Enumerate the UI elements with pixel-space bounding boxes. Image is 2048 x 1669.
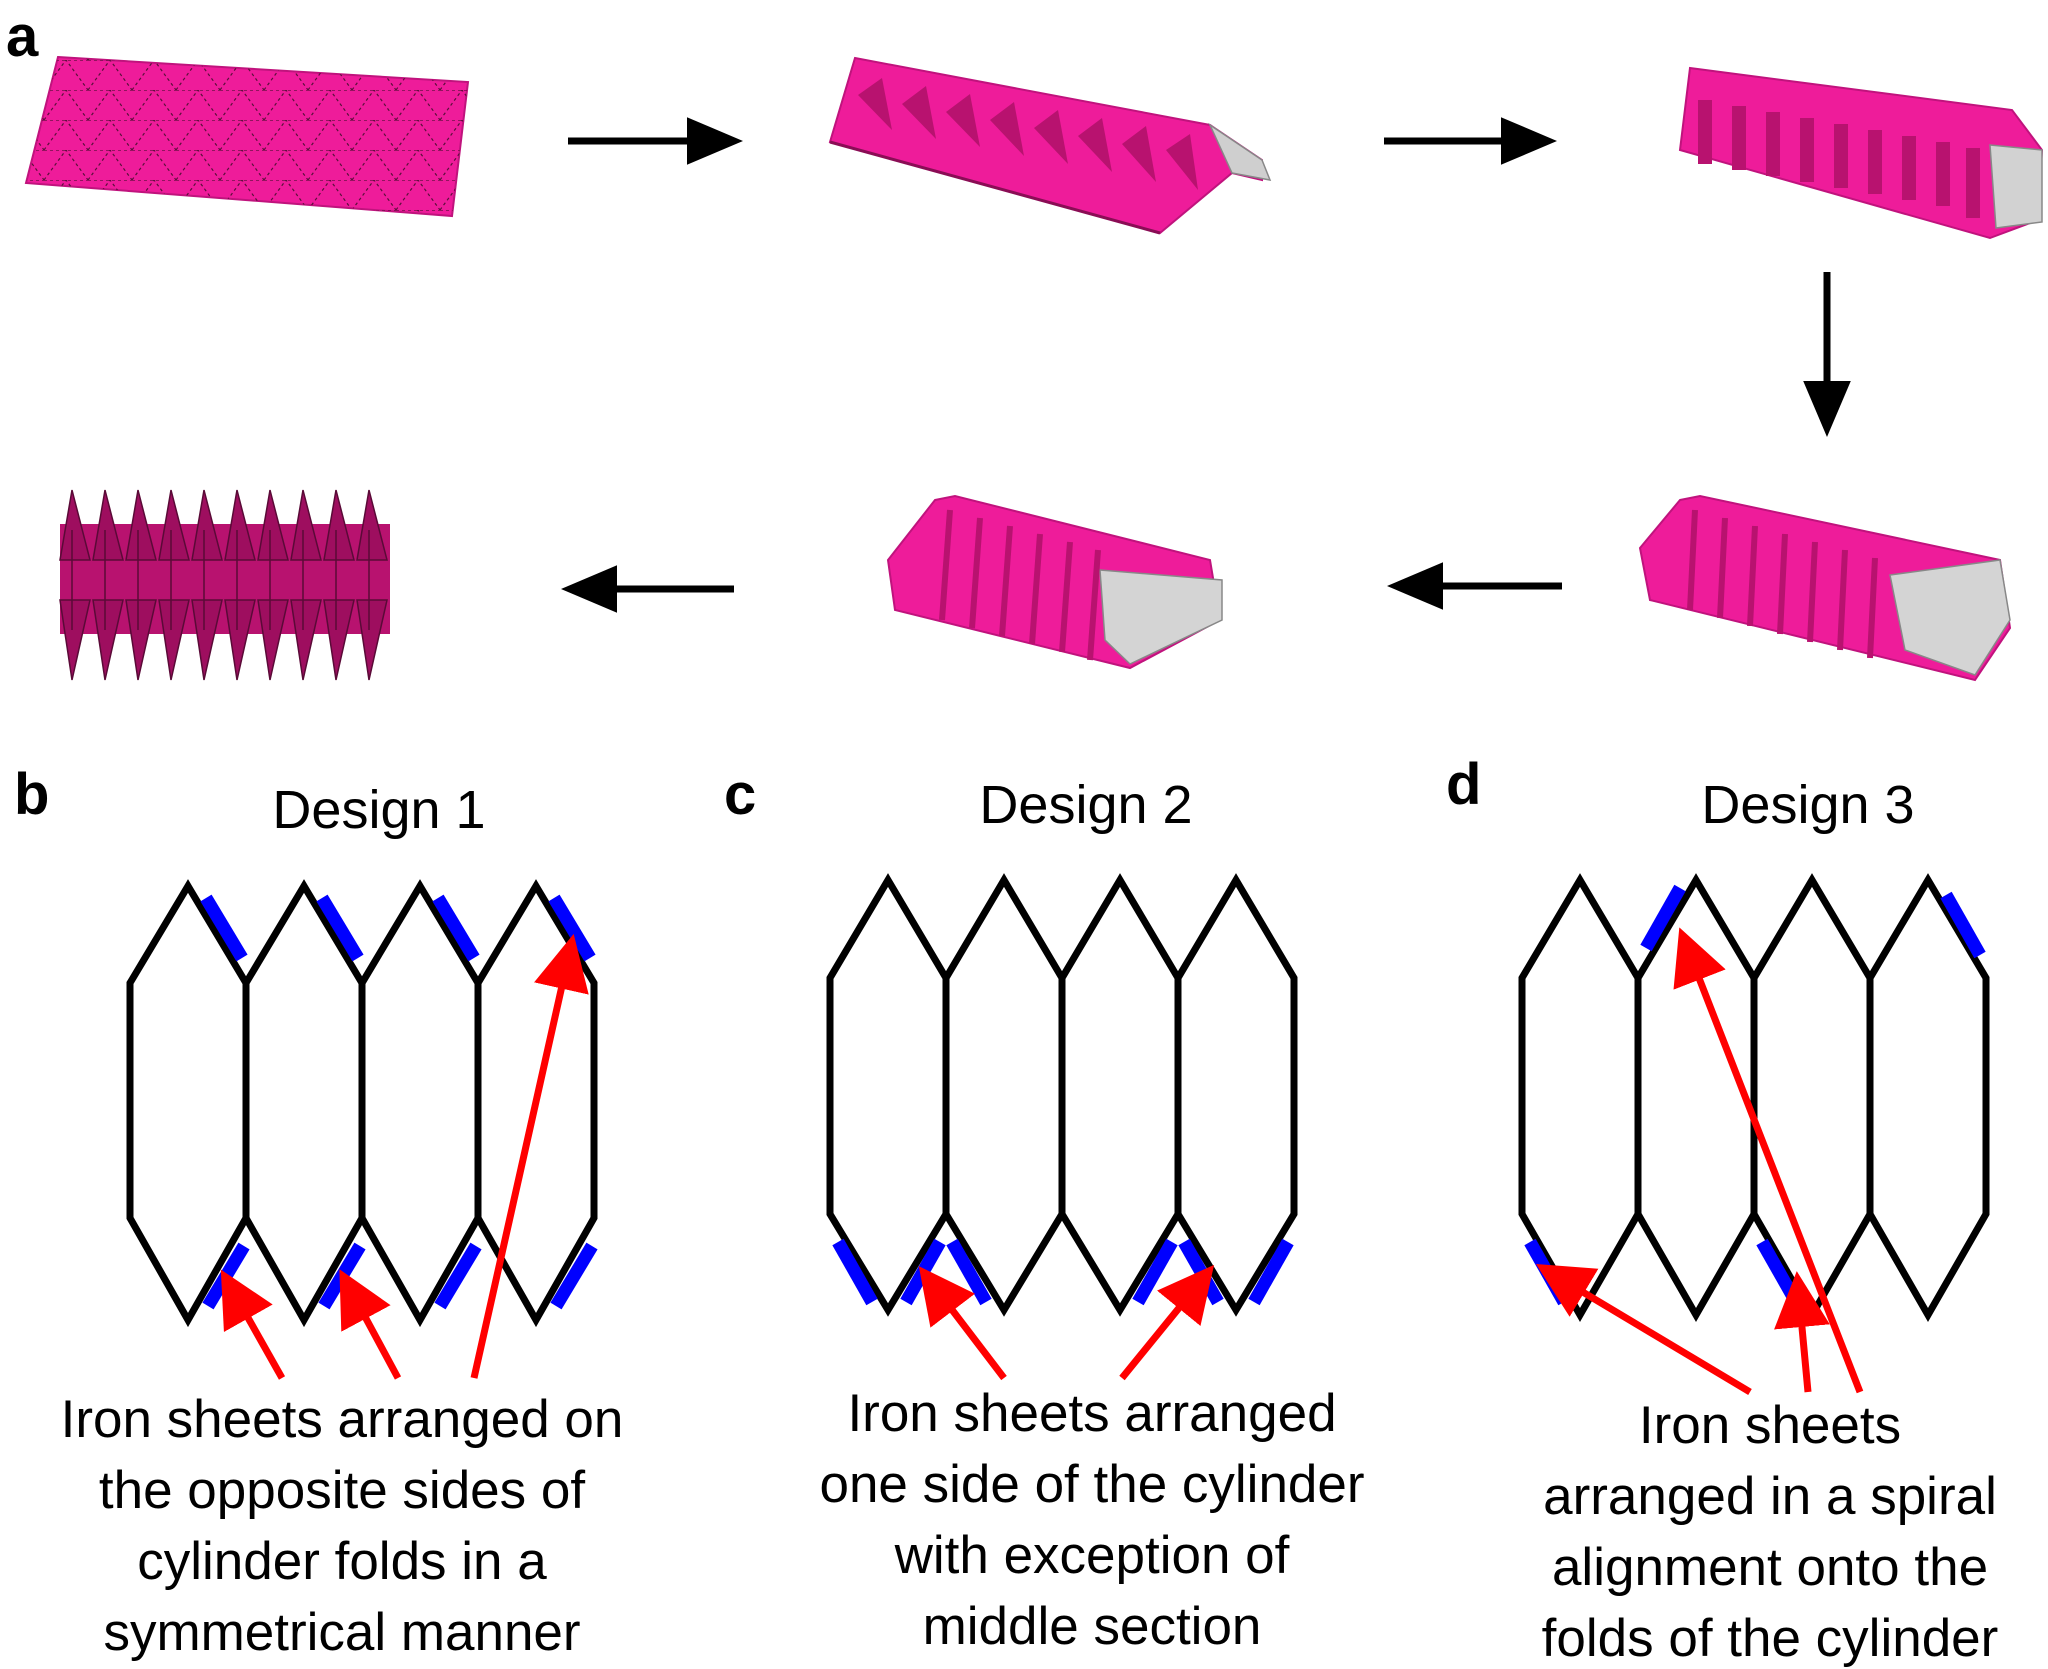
svg-text:folds of the cylinder: folds of the cylinder: [1542, 1609, 1999, 1668]
svg-text:alignment onto the: alignment onto the: [1552, 1538, 1988, 1597]
design-2-diagram: [826, 873, 1298, 1381]
svg-text:middle section: middle section: [923, 1597, 1262, 1656]
svg-text:the opposite sides of: the opposite sides of: [99, 1461, 585, 1520]
svg-text:cylinder folds in a: cylinder folds in a: [137, 1532, 547, 1591]
svg-text:symmetrical manner: symmetrical manner: [103, 1603, 580, 1662]
svg-text:Iron sheets arranged: Iron sheets arranged: [847, 1384, 1336, 1443]
stage-tube: [886, 494, 1223, 670]
panel-label-d: d: [1446, 752, 1481, 817]
design-2-caption: Iron sheets arranged one side of the cyl…: [819, 1384, 1364, 1656]
design-2-iron-sheets: [832, 1238, 1294, 1306]
design-1-caption: Iron sheets arranged on the opposite sid…: [61, 1390, 624, 1662]
design-3-caption: Iron sheets arranged in a spiral alignme…: [1542, 1396, 1999, 1668]
svg-text:Iron sheets: Iron sheets: [1639, 1396, 1901, 1455]
design-3-diagram: [1518, 873, 1990, 1396]
design-1-title: Design 1: [272, 780, 485, 840]
stage-flat-sheet: [24, 55, 470, 218]
panel-label-b: b: [14, 762, 49, 827]
panel-label-a: a: [6, 4, 39, 69]
svg-text:one side of the cylinder: one side of the cylinder: [819, 1455, 1364, 1514]
stage-fully-folded: [59, 489, 390, 681]
design-2-title: Design 2: [979, 775, 1192, 835]
design-1-diagram: [126, 879, 598, 1380]
stage-rolled: [1678, 66, 2044, 240]
design-3-title: Design 3: [1701, 775, 1914, 835]
svg-text:with exception of: with exception of: [894, 1526, 1290, 1585]
design-1-annotation-arrows: [220, 933, 589, 1380]
svg-text:arranged in a spiral: arranged in a spiral: [1543, 1467, 1997, 1526]
stage-half-curled: [828, 56, 1272, 235]
panel-label-c: c: [724, 762, 756, 827]
stage-near-tube: [1638, 494, 2012, 682]
design-2-annotation-arrows: [918, 1264, 1215, 1381]
svg-text:Iron sheets arranged on: Iron sheets arranged on: [61, 1390, 624, 1449]
design-3-annotation-arrows: [1535, 927, 1864, 1396]
